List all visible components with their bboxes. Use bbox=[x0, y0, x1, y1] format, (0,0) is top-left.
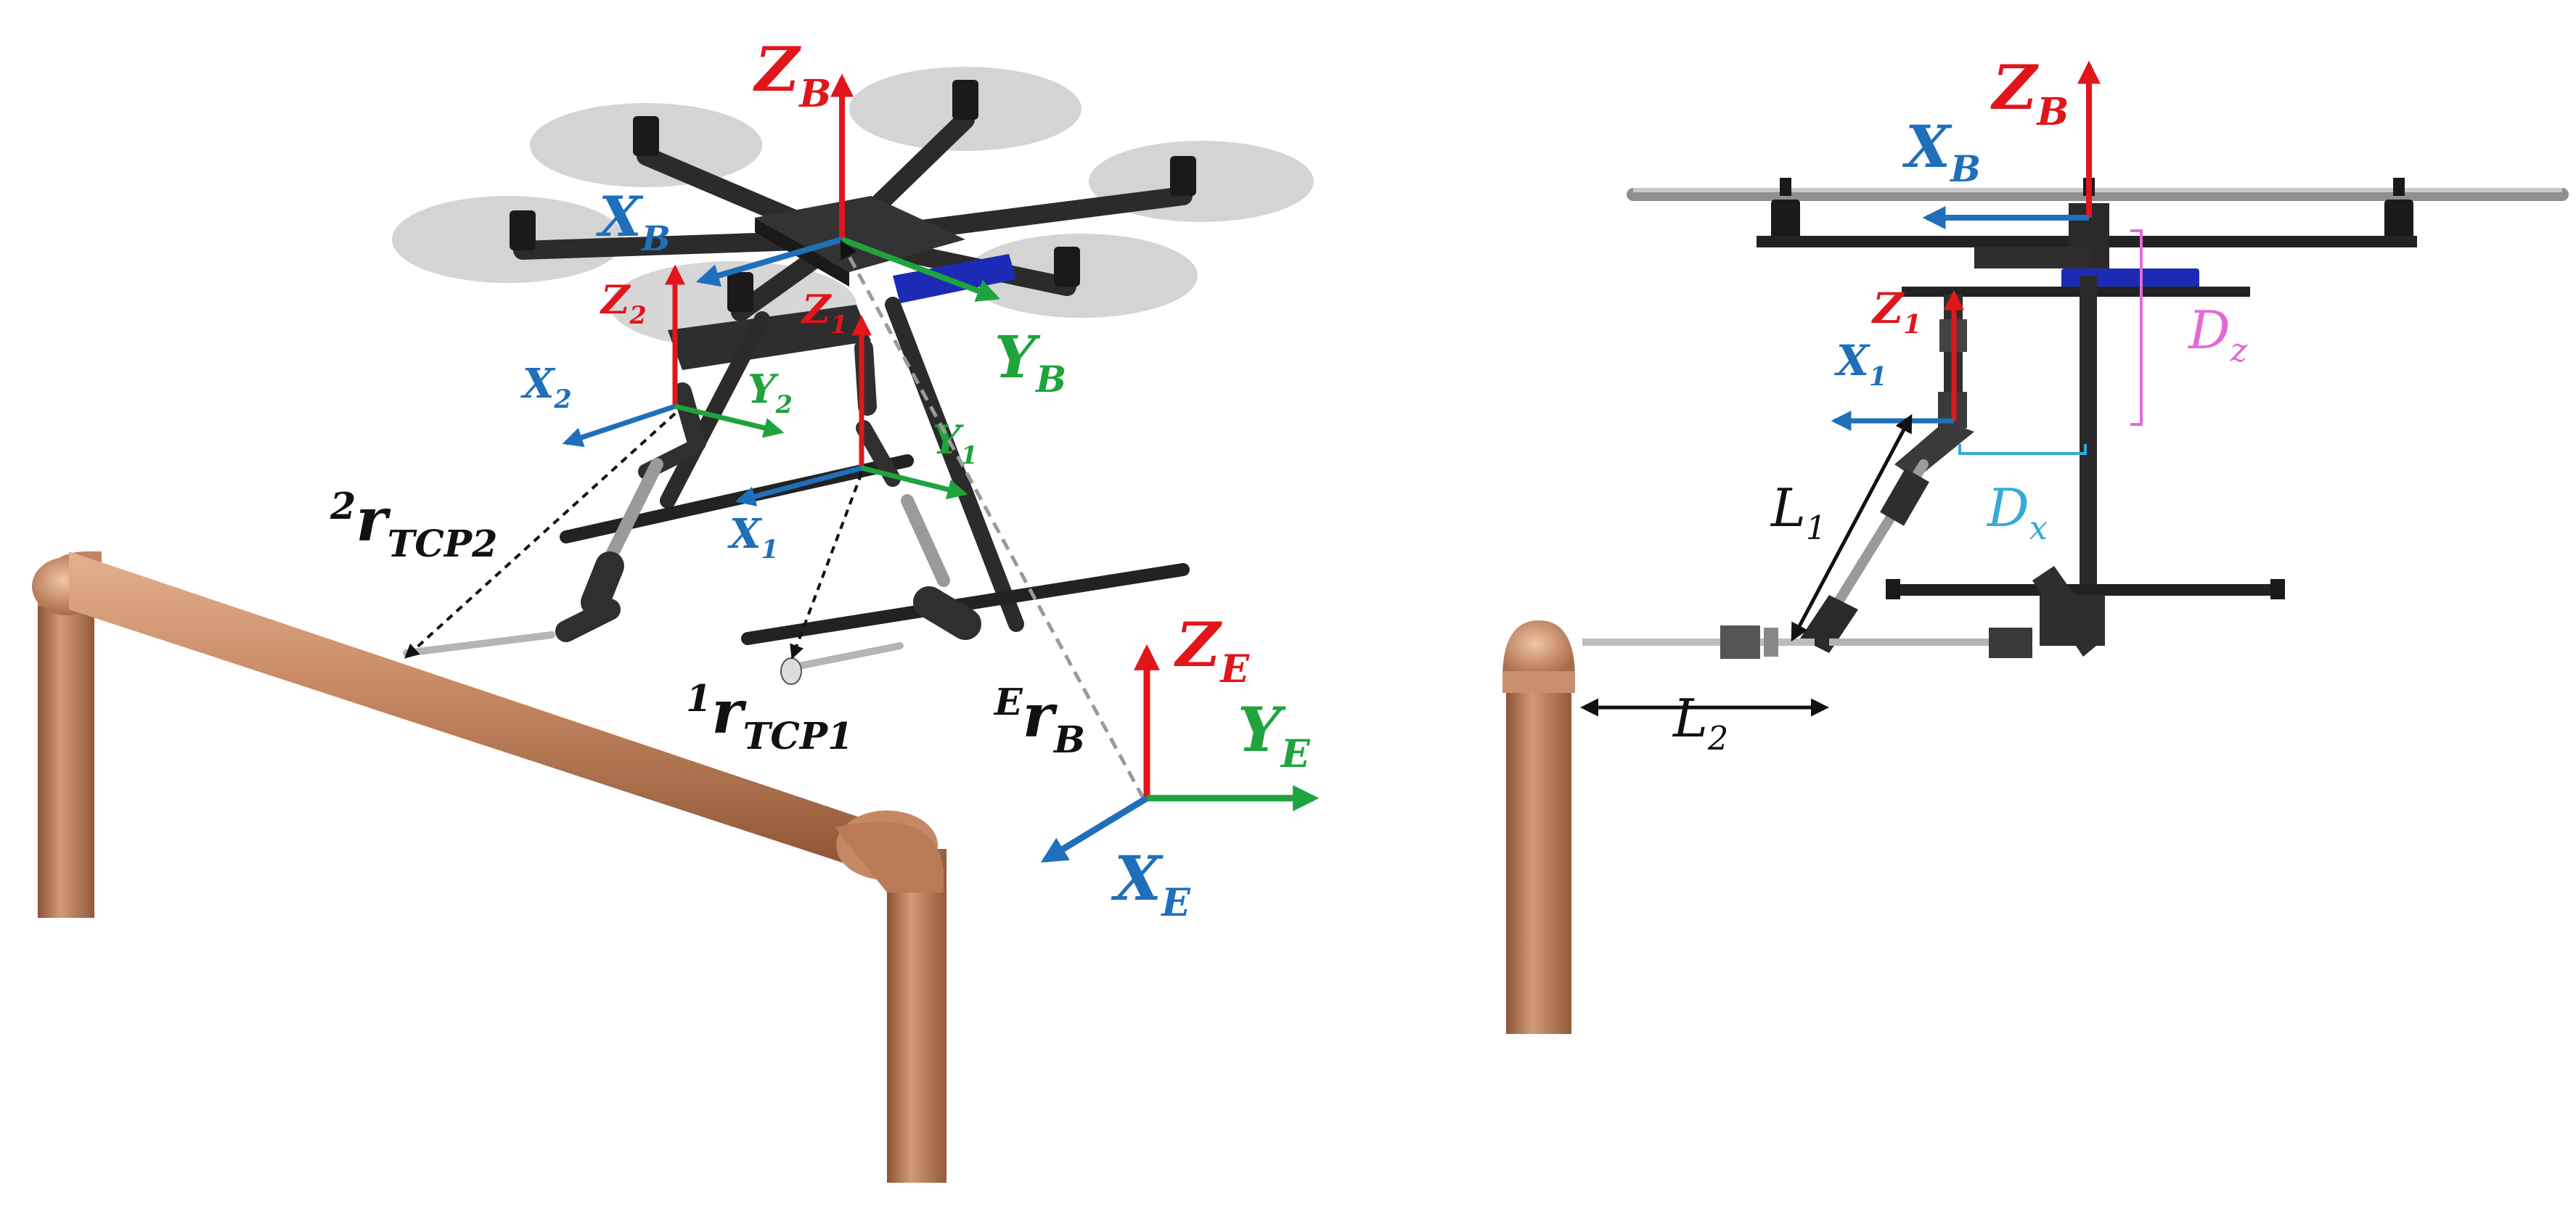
l1-dimension-arrow bbox=[1791, 414, 1913, 642]
dz-bracket bbox=[2130, 229, 2143, 426]
label-xe: XE bbox=[1111, 842, 1191, 925]
right-side-view: ZB XB Z1 X1 Dz Dx L1 L2 bbox=[1502, 52, 2569, 1034]
yb-axis-arrow bbox=[841, 237, 1000, 302]
label-yb-left: YB bbox=[994, 323, 1066, 401]
label-xb-left: XB bbox=[596, 184, 671, 259]
label-zb-right: ZB bbox=[1990, 52, 2069, 134]
label-dz: Dz bbox=[2187, 300, 2248, 369]
copper-pipe-stub-icon bbox=[1502, 620, 1575, 1034]
vector-rb-line bbox=[840, 239, 1145, 800]
arm1-frame-axes-left bbox=[735, 315, 968, 506]
arm2-frame-axes bbox=[562, 264, 785, 448]
hexacopter-side-view-icon bbox=[1582, 178, 2569, 659]
vector-r1-line bbox=[790, 472, 863, 660]
label-r-tcp2: 2rTCP2 bbox=[330, 484, 497, 565]
label-ze: ZE bbox=[1174, 609, 1250, 691]
label-ye: YE bbox=[1238, 694, 1311, 776]
dx-bracket bbox=[1958, 444, 2087, 455]
label-l1: L1 bbox=[1770, 477, 1826, 547]
label-r-tcp1: 1rTCP1 bbox=[686, 676, 853, 758]
copper-pipe-handle-icon bbox=[32, 551, 946, 1183]
label-y1-left: Y1 bbox=[933, 416, 978, 469]
vector-r2-line bbox=[404, 412, 676, 659]
label-l2: L2 bbox=[1672, 688, 1728, 758]
label-r-b: ErB bbox=[993, 680, 1085, 761]
xb-axis-arrow bbox=[695, 237, 843, 287]
label-z1-right: Z1 bbox=[1871, 284, 1921, 340]
label-y2: Y2 bbox=[748, 366, 793, 419]
label-zb-left: ZB bbox=[753, 33, 831, 116]
body-frame-axes-left bbox=[695, 73, 1000, 302]
earth-frame-axes bbox=[1040, 644, 1320, 863]
hexacopter-isometric-icon bbox=[392, 67, 1314, 685]
left-isometric-view: ZB XB YB Z2 X2 Y2 Z1 X1 Y1 2rTCP2 1rTCP1… bbox=[32, 33, 1320, 1183]
label-z2: Z2 bbox=[600, 276, 647, 329]
label-z1-left: Z1 bbox=[801, 286, 848, 339]
label-dx: Dx bbox=[1986, 477, 2048, 547]
label-x1-right: X1 bbox=[1833, 336, 1887, 392]
label-x2: X2 bbox=[520, 360, 572, 414]
label-xb-right: XB bbox=[1902, 112, 1981, 190]
label-x1-left: X1 bbox=[727, 510, 779, 565]
xe-axis-arrow bbox=[1040, 795, 1149, 863]
